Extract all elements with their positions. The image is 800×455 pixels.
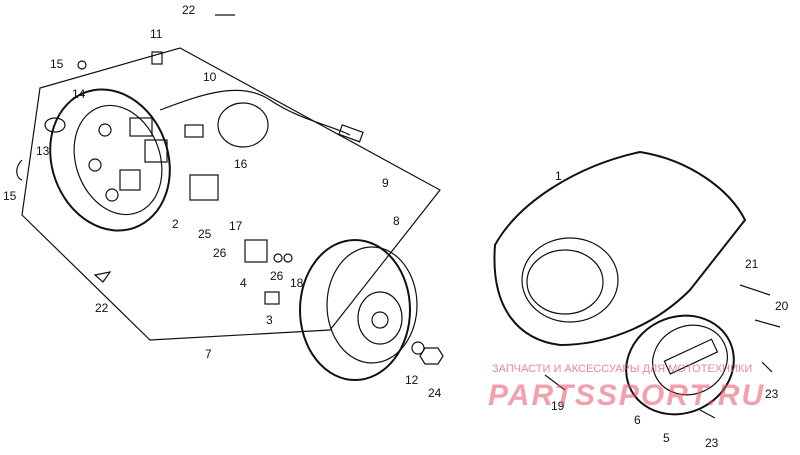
part-label: 15 — [50, 57, 64, 71]
part-label: 1 — [555, 169, 562, 183]
part-label: 11 — [150, 27, 163, 41]
part-labels: 1 2 3 4 5 6 7 8 9 10 11 12 13 14 15 15 1… — [3, 3, 789, 450]
part-label: 4 — [240, 276, 247, 290]
part-label: 2 — [172, 217, 179, 231]
watermark-caption: ЗАПЧАСТИ И АКСЕССУАРЫ ДЛЯ МОТОТЕХНИКИ — [492, 363, 752, 375]
part-label: 23 — [765, 387, 779, 401]
part-label: 17 — [229, 219, 243, 233]
part-label: 22 — [182, 3, 196, 17]
flywheel — [299, 239, 444, 381]
part-label: 18 — [290, 276, 304, 290]
part-label: 5 — [663, 431, 670, 445]
part-label: 7 — [205, 347, 212, 361]
part-label: 20 — [775, 299, 789, 313]
part-label: 22 — [95, 301, 109, 315]
part-label: 26 — [213, 246, 227, 260]
part-label: 24 — [428, 386, 442, 400]
part-label: 13 — [36, 144, 50, 158]
part-label: 19 — [551, 399, 565, 413]
part-label: 14 — [72, 87, 86, 101]
part-label: 10 — [203, 70, 217, 84]
part-label: 9 — [382, 176, 389, 190]
part-label: 6 — [634, 413, 641, 427]
watermark-logo: PARTSSPORT.RU — [488, 379, 765, 412]
part-label: 25 — [198, 227, 212, 241]
part-label: 21 — [745, 257, 759, 271]
sub-cover — [625, 314, 735, 416]
watermark: ЗАПЧАСТИ И АКСЕССУАРЫ ДЛЯ МОТОТЕХНИКИ PA… — [488, 363, 765, 412]
stator-assembly — [16, 47, 441, 341]
bolts — [215, 14, 781, 419]
cover — [493, 150, 747, 347]
part-label: 12 — [405, 373, 419, 387]
part-label: 16 — [234, 157, 248, 171]
part-label: 15 — [3, 189, 17, 203]
part-label: 23 — [705, 436, 719, 450]
part-label: 26 — [270, 269, 284, 283]
part-label: 3 — [266, 313, 273, 327]
part-label: 8 — [393, 214, 400, 228]
